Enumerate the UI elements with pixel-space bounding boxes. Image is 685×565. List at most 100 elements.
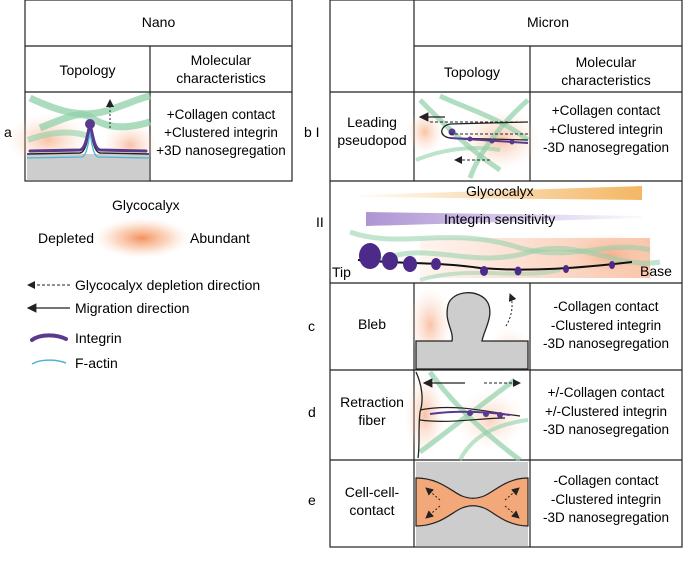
integrin-cluster xyxy=(359,243,381,269)
cell-cell-contact-illustration xyxy=(415,462,529,546)
legend-depleted: Depleted xyxy=(38,230,95,246)
collagen-fiber xyxy=(26,129,89,143)
trait-collagen: +Collagen contact xyxy=(166,107,276,122)
trait-nanosegregation: -3D nanosegregation xyxy=(542,140,670,156)
name-line: fiber xyxy=(358,411,386,428)
integrin-cluster xyxy=(467,136,473,142)
header-line: characteristics xyxy=(176,69,266,86)
name-line: pseudopod xyxy=(337,131,407,148)
integrin-cluster xyxy=(85,119,95,129)
name-line: Leading xyxy=(347,114,397,130)
name-line: Retraction xyxy=(340,394,404,410)
row-e-label: e xyxy=(308,492,316,508)
legend-integrin-text: Integrin xyxy=(75,330,122,346)
row-d-name: Retraction fiber xyxy=(330,394,414,429)
micron-header: Micron xyxy=(526,14,569,30)
row-c-label: c xyxy=(308,318,315,334)
glycocalyx-glow xyxy=(455,390,525,450)
glycocalyx-glow xyxy=(405,373,445,457)
legend-migration-text: Migration direction xyxy=(75,300,190,316)
trait-integrin: +/-Clustered integrin xyxy=(545,403,667,419)
cell-body xyxy=(27,154,149,180)
tip-label: Tip xyxy=(332,264,351,280)
trait-nanosegregation: -3D nanosegregation xyxy=(542,510,670,526)
header-line: characteristics xyxy=(561,71,651,88)
row-b1-name: Leading pseudopod xyxy=(330,114,414,149)
collagen-fiber xyxy=(379,245,661,266)
integrin xyxy=(28,126,91,153)
trait-integrin: +Clustered integrin xyxy=(549,121,663,137)
depletion-arrow xyxy=(425,505,441,519)
bleb-illustration xyxy=(408,287,532,372)
legend-glycocalyx-title: Glycocalyx xyxy=(112,197,180,213)
integrin-cluster xyxy=(489,138,495,144)
integrin-cluster xyxy=(514,266,522,276)
row-d-label: d xyxy=(308,404,316,420)
integrin xyxy=(89,126,148,153)
bleb-cell xyxy=(415,292,529,370)
depletion-arrow xyxy=(504,505,520,519)
glycocalyx-bar-label: Glycocalyx xyxy=(466,183,534,199)
micron-topology-header: Topology xyxy=(443,64,501,80)
nano-topology-illustration xyxy=(6,92,158,180)
row-d-traits: +/-Collagen contact +/-Clustered integri… xyxy=(530,384,682,440)
row-b2-label: II xyxy=(316,214,324,230)
integrin-sensitivity-gradient-bar xyxy=(366,212,642,226)
collagen-fiber xyxy=(438,93,530,142)
trait-collagen: -Collagen contact xyxy=(553,299,659,314)
glycocalyx-gradient-bar xyxy=(360,186,642,200)
name-line: Cell-cell- xyxy=(344,484,400,500)
glycocalyx-glow xyxy=(407,110,443,154)
pseudopod-illustration xyxy=(407,93,540,179)
trait-collagen: -Collagen contact xyxy=(553,473,659,488)
collagen-fiber xyxy=(419,268,561,282)
name-line: contact xyxy=(349,501,395,518)
integrin-sensitivity-bar-label: Integrin sensitivity xyxy=(444,211,556,227)
trait-nanosegregation: +3D nanosegregation xyxy=(156,143,286,159)
collagen-fiber xyxy=(467,98,530,179)
legend-depletion-text: Glycocalyx depletion direction xyxy=(75,277,261,293)
trait-collagen: +Collagen contact xyxy=(551,103,661,118)
integrin-cluster xyxy=(480,266,488,276)
micron-molecular-header: Molecular characteristics xyxy=(530,54,682,89)
pseudopod-membrane xyxy=(441,121,529,141)
row-e-name: Cell-cell- contact xyxy=(330,484,414,519)
legend-abundant: Abundant xyxy=(190,230,250,246)
integrin-cluster xyxy=(563,265,569,273)
integrin-cluster xyxy=(609,261,615,269)
row-b1-traits: +Collagen contact +Clustered integrin -3… xyxy=(530,102,682,158)
cell-edge xyxy=(415,371,423,459)
nano-header: Nano xyxy=(141,14,176,30)
integrin-cluster xyxy=(483,411,489,417)
panel-a-label: a xyxy=(4,124,12,140)
integrin xyxy=(449,137,529,144)
integrin-cluster xyxy=(467,410,473,416)
collagen-fiber xyxy=(38,111,152,132)
bleb-direction-arrow xyxy=(505,293,517,327)
integrin-cluster xyxy=(403,256,417,272)
base-label: Base xyxy=(640,263,672,279)
nano-traits: +Collagen contact +Clustered integrin +3… xyxy=(148,106,294,161)
row-e-traits: -Collagen contact -Clustered integrin -3… xyxy=(530,472,682,528)
trait-collagen: +/-Collagen contact xyxy=(547,385,665,400)
row-c-name: Bleb xyxy=(357,316,387,332)
f-actin-legend-icon xyxy=(31,359,67,365)
trait-integrin: +Clustered integrin xyxy=(164,125,278,141)
nano-molecular-header: Molecular characteristics xyxy=(150,52,292,87)
collagen-fiber xyxy=(415,146,501,162)
collagen-fiber xyxy=(349,229,651,256)
f-actin xyxy=(26,130,150,159)
header-line: Molecular xyxy=(575,54,637,70)
nano-topology-header: Topology xyxy=(59,62,116,78)
depletion-arrow xyxy=(425,487,441,501)
trait-nanosegregation: -3D nanosegregation xyxy=(542,336,670,352)
integrin-legend-icon xyxy=(30,333,68,342)
trait-nanosegregation: -3D nanosegregation xyxy=(542,422,670,438)
integrin-cluster xyxy=(431,258,441,270)
collagen-fiber xyxy=(458,418,529,461)
legend xyxy=(26,218,190,365)
trait-integrin: -Clustered integrin xyxy=(550,317,662,333)
glycocalyx-gradient-swatch xyxy=(94,218,190,258)
legend-factin-text: F-actin xyxy=(75,355,118,371)
